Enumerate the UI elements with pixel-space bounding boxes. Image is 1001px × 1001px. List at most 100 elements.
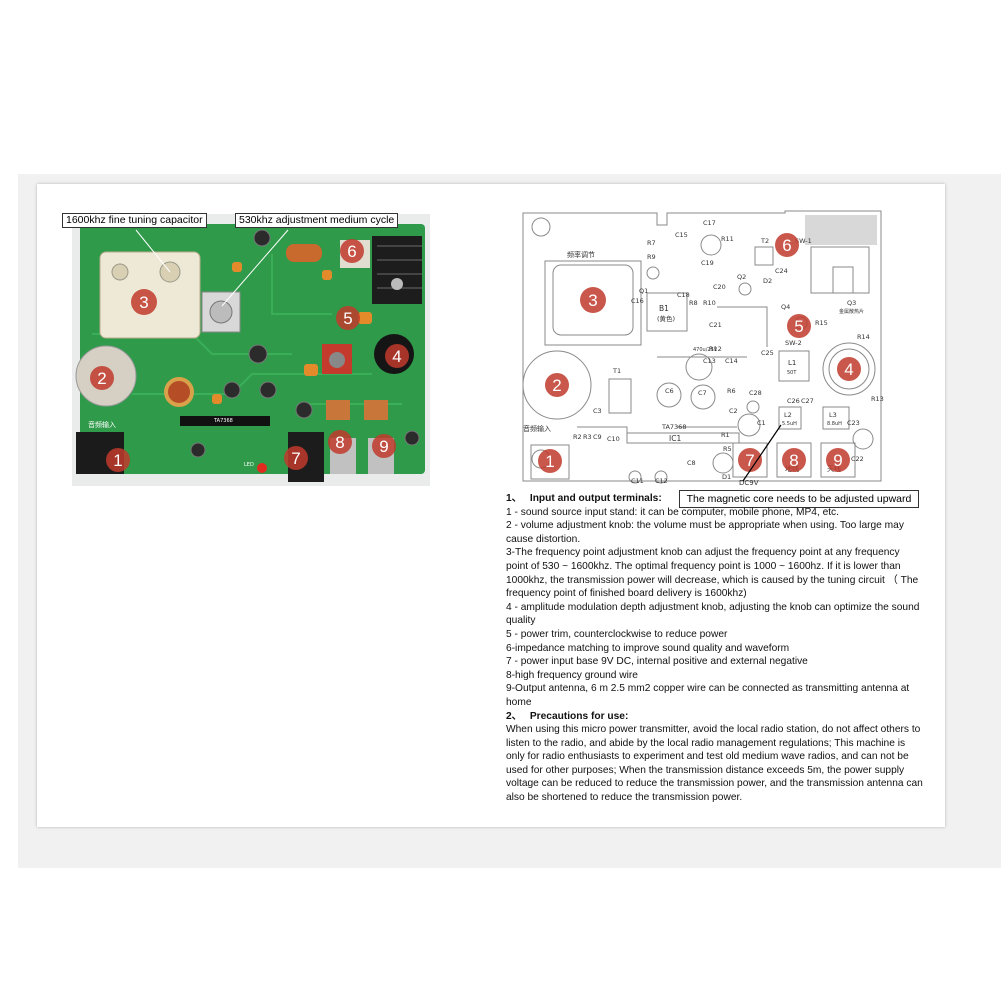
marker-3: 3: [139, 293, 148, 312]
pcb-photo: 音频输入 TA7368 LED 1 2 3 4 5 6 7 8 9: [72, 214, 430, 486]
notice-magnetic-core: The magnetic core needs to be adjusted u…: [679, 490, 919, 508]
label-r9: R9: [647, 253, 656, 261]
label-freq-adjust: 频率调节: [567, 250, 595, 259]
label-d1: D1: [722, 473, 731, 481]
label-c7: C7: [698, 389, 707, 397]
label-l2-val: 5.5uH: [782, 421, 797, 427]
label-b1: B1: [659, 304, 669, 313]
label-c8: C8: [687, 459, 696, 467]
label-r6: R6: [727, 387, 736, 395]
label-c6: C6: [665, 387, 674, 395]
label-r15: R15: [815, 319, 828, 327]
label-r7: R7: [647, 239, 656, 247]
label-r2: R2: [573, 433, 582, 441]
label-c24: C24: [775, 267, 788, 275]
label-sw2: SW-2: [785, 339, 802, 347]
item-6: 6-impedance matching to improve sound qu…: [506, 642, 790, 654]
label-r3: R3: [583, 433, 592, 441]
schem-marker-6: 6: [782, 236, 791, 255]
item-7: 7 - power input base 9V DC, internal pos…: [506, 656, 808, 668]
marker-2: 2: [97, 369, 106, 388]
label-l3: L3: [829, 411, 837, 419]
item-1: 1 - sound source input stand: it can be …: [506, 506, 839, 518]
heading-terminals-num: 1、: [506, 493, 522, 504]
pcb-silkscreen-diagram: 频率调节 音频输入 地线 天线 DC9V TA7368 IC1 B1 (黄色) …: [522, 210, 884, 487]
label-r12: R12: [709, 345, 722, 353]
label-c28: C28: [749, 389, 762, 397]
label-c9: C9: [593, 433, 602, 441]
label-q1: Q1: [639, 287, 648, 295]
label-c23: C23: [847, 419, 860, 427]
marker-6: 6: [347, 242, 356, 261]
label-r10: R10: [703, 299, 716, 307]
item-8: 8-high frequency ground wire: [506, 669, 638, 681]
label-c26: C26: [787, 397, 800, 405]
label-c20: C20: [713, 283, 726, 291]
schem-marker-4: 4: [844, 360, 853, 379]
board-audio-in-label: 音频输入: [88, 420, 116, 429]
schem-marker-8: 8: [789, 451, 798, 470]
callout-medium-cycle: 530khz adjustment medium cycle: [235, 213, 399, 228]
label-audio-in: 音频输入: [523, 424, 551, 433]
label-c3: C3: [593, 407, 602, 415]
label-c14: C14: [725, 357, 738, 365]
item-2: 2 - volume adjustment knob: the volume m…: [506, 520, 904, 545]
instructions-text: 1、 Input and output terminals: 1 - sound …: [506, 492, 924, 805]
callout-fine-tuning: 1600khz fine tuning capacitor: [62, 213, 207, 228]
label-r5: R5: [723, 445, 732, 453]
schem-marker-9: 9: [833, 451, 842, 470]
label-t2: T2: [760, 237, 769, 245]
schem-marker-2: 2: [552, 376, 561, 395]
label-c1: C1: [757, 419, 766, 427]
label-q4: Q4: [781, 303, 790, 311]
label-dc: DC9V: [739, 479, 759, 487]
label-c11: C11: [631, 477, 644, 485]
schem-marker-5: 5: [794, 317, 803, 336]
label-l1: L1: [788, 359, 796, 367]
item-4: 4 - amplitude modulation depth adjustmen…: [506, 601, 920, 627]
label-c13: C13: [703, 357, 716, 365]
marker-5: 5: [343, 309, 352, 328]
label-c22: C22: [851, 455, 864, 463]
marker-8: 8: [335, 433, 344, 452]
schem-marker-7: 7: [745, 451, 754, 470]
marker-4: 4: [392, 347, 401, 366]
label-c25: C25: [761, 349, 774, 357]
marker-1-dot: [106, 448, 130, 472]
label-c13-val: 470u/25V: [693, 347, 718, 353]
heading-terminals-text: Input and output terminals:: [529, 493, 662, 504]
heading-precautions: 2、 Precautions for use:: [506, 710, 924, 724]
label-r1: R1: [721, 431, 730, 439]
label-t1: T1: [612, 367, 621, 375]
marker-1: 1: [113, 451, 122, 470]
label-b1-sub: (黄色): [657, 314, 675, 323]
label-ic-name: TA7368: [661, 423, 686, 431]
label-r14: R14: [857, 333, 870, 341]
heading-terminals: 1、 Input and output terminals:: [506, 492, 924, 506]
label-q2: Q2: [737, 273, 746, 281]
label-l2: L2: [784, 411, 792, 419]
label-r8: R8: [689, 299, 698, 307]
heading-precautions-text: Precautions for use:: [529, 710, 629, 722]
label-c16: C16: [631, 297, 644, 305]
label-r11: R11: [721, 235, 734, 243]
schem-marker-3: 3: [588, 291, 597, 310]
label-c17: C17: [703, 219, 716, 227]
label-heatsink: 金属散热片: [839, 308, 864, 315]
heading-precautions-num: 2、: [506, 710, 522, 722]
marker-7: 7: [291, 449, 300, 468]
label-r13: R13: [871, 395, 884, 403]
item-9: 9-Output antenna, 6 m 2.5 mm2 copper wir…: [506, 683, 910, 708]
board-led-label: LED: [244, 462, 254, 468]
label-l3-val: 8.8uH: [827, 421, 842, 427]
label-c18: C18: [677, 291, 690, 299]
label-c10: C10: [607, 435, 620, 443]
label-c12: C12: [655, 477, 668, 485]
label-c21: C21: [709, 321, 722, 329]
label-c27: C27: [801, 397, 814, 405]
label-c15: C15: [675, 231, 688, 239]
label-ic-ref: IC1: [669, 434, 681, 443]
item-5: 5 - power trim, counterclockwise to redu…: [506, 628, 728, 640]
label-c19: C19: [701, 259, 714, 267]
marker-9: 9: [379, 437, 388, 456]
